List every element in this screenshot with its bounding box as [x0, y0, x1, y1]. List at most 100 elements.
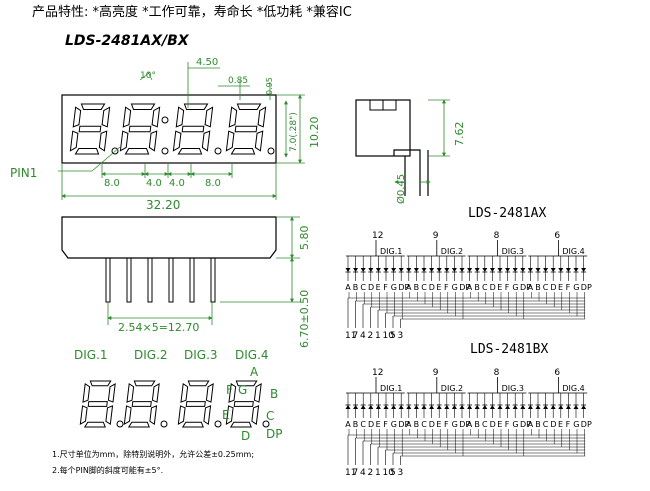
segment-outline: [183, 103, 209, 110]
segment-letter-label: B: [535, 420, 541, 429]
segment-outline: [181, 421, 204, 428]
segment-letter-label: G: [391, 420, 397, 429]
diode-icon: [459, 405, 465, 409]
dim-seg-4-a: 4.0: [146, 178, 162, 189]
diode-icon: [398, 268, 404, 272]
seg-digit-4: [225, 380, 262, 428]
segment-outline: [98, 130, 108, 152]
diode-icon: [398, 405, 404, 409]
segment-letter-label: C: [360, 420, 366, 429]
segment-outline: [151, 382, 160, 403]
segment-letter-label: G: [573, 283, 579, 292]
diode-icon: [527, 405, 533, 409]
segment-letter-label: DP: [459, 283, 470, 292]
seg-dp-3: [214, 420, 222, 428]
diode-icon: [406, 405, 412, 409]
segment-outline: [233, 401, 254, 407]
segment-letter-label: E: [376, 283, 381, 292]
segment-letter-label: C: [360, 283, 366, 292]
segment-letter-label: G: [512, 283, 518, 292]
diode-icon: [505, 405, 511, 409]
dim-digit-height: 7.0(.28"): [289, 112, 299, 152]
seg-letter-b: B: [270, 387, 278, 401]
segment-outline: [148, 130, 158, 152]
segment-outline: [89, 380, 112, 387]
segment-letter-label: B: [414, 420, 420, 429]
bottom-pin-label: 10: [383, 468, 395, 478]
side-dim-height: 7.62: [453, 122, 466, 147]
digit-name-label: DIG.1: [380, 384, 402, 393]
diode-icon: [413, 405, 419, 409]
segment-outline: [225, 130, 235, 152]
diode-icon: [565, 268, 571, 272]
top-pin-label: 6: [554, 368, 560, 378]
diode-icon: [345, 405, 351, 409]
segment-letter-label: B: [353, 283, 359, 292]
segment-letter-label: G: [512, 420, 518, 429]
diode-icon: [360, 405, 366, 409]
front-dp-2: [161, 147, 169, 155]
diode-icon: [451, 405, 457, 409]
diode-icon: [429, 405, 435, 409]
segment-letter-label: C: [543, 420, 549, 429]
segment-outline: [80, 103, 106, 110]
segment-letter-label: D: [429, 420, 435, 429]
segment-outline: [180, 383, 189, 403]
segment-letter-label: A: [345, 283, 351, 292]
dim-seg-8-b: 8.0: [205, 178, 221, 189]
dim-seg-width: 0.85: [228, 76, 248, 86]
bottom-body: [61, 216, 277, 259]
segment-letter-label: D: [368, 283, 374, 292]
segment-letter-label: D: [550, 283, 556, 292]
bottom-pin-label: 10: [383, 331, 395, 341]
diode-icon: [573, 268, 579, 272]
seg-dig-label-3: DIG.3: [184, 348, 218, 362]
diode-icon: [543, 268, 549, 272]
segment-letter-label: F: [383, 420, 388, 429]
seg-digit-1: [79, 380, 116, 428]
front-dp-1: [111, 147, 119, 155]
diode-icon: [436, 268, 442, 272]
bottom-pin-label: 11: [345, 331, 356, 341]
seg-letter-g: G: [238, 383, 247, 397]
seg-letter-a: A: [250, 365, 259, 379]
segment-outline: [236, 103, 262, 110]
dim-small: 0.95: [265, 77, 274, 95]
segment-outline: [177, 148, 203, 155]
front-digit-2: [119, 103, 161, 155]
segment-letter-label: G: [391, 283, 397, 292]
pin1-label: PIN1: [10, 166, 37, 180]
model-title: LDS-2481AX/BX: [65, 33, 189, 49]
segment-letter-label: D: [429, 283, 435, 292]
dim-pitch-top: 4.50: [196, 57, 218, 68]
segment-letter-label: A: [345, 420, 351, 429]
segment-outline: [127, 421, 150, 428]
seg-dp-4: [262, 420, 270, 428]
diode-icon: [459, 268, 465, 272]
segment-outline: [72, 106, 82, 128]
diode-icon: [421, 405, 427, 409]
front-digit-4: [225, 103, 267, 155]
segment-outline: [230, 148, 256, 155]
segment-letter-label: DP: [581, 283, 592, 292]
front-dimension-lines: [58, 62, 305, 200]
segment-letter-label: A: [467, 420, 473, 429]
segment-outline: [225, 405, 234, 426]
bottom-dim-pitch: 2.54×5=12.70: [118, 321, 199, 334]
segment-letter-label: DP: [459, 420, 470, 429]
side-view: 7.62 Ø0.45: [355, 99, 466, 204]
digit-name-label: DIG.2: [441, 384, 463, 393]
seg-letter-dp: DP: [266, 427, 282, 441]
segment-outline: [229, 421, 252, 428]
bottom-lead-1: [105, 257, 111, 303]
top-pin-label: 6: [554, 231, 560, 241]
bottom-pin-label: 7: [353, 468, 359, 478]
segment-letter-label: C: [482, 420, 488, 429]
segment-outline: [119, 130, 129, 152]
bottom-pin-label: 7: [353, 331, 359, 341]
segment-letter-label: B: [474, 420, 480, 429]
bottom-pin-label: 3: [398, 331, 404, 341]
diode-icon: [444, 405, 450, 409]
